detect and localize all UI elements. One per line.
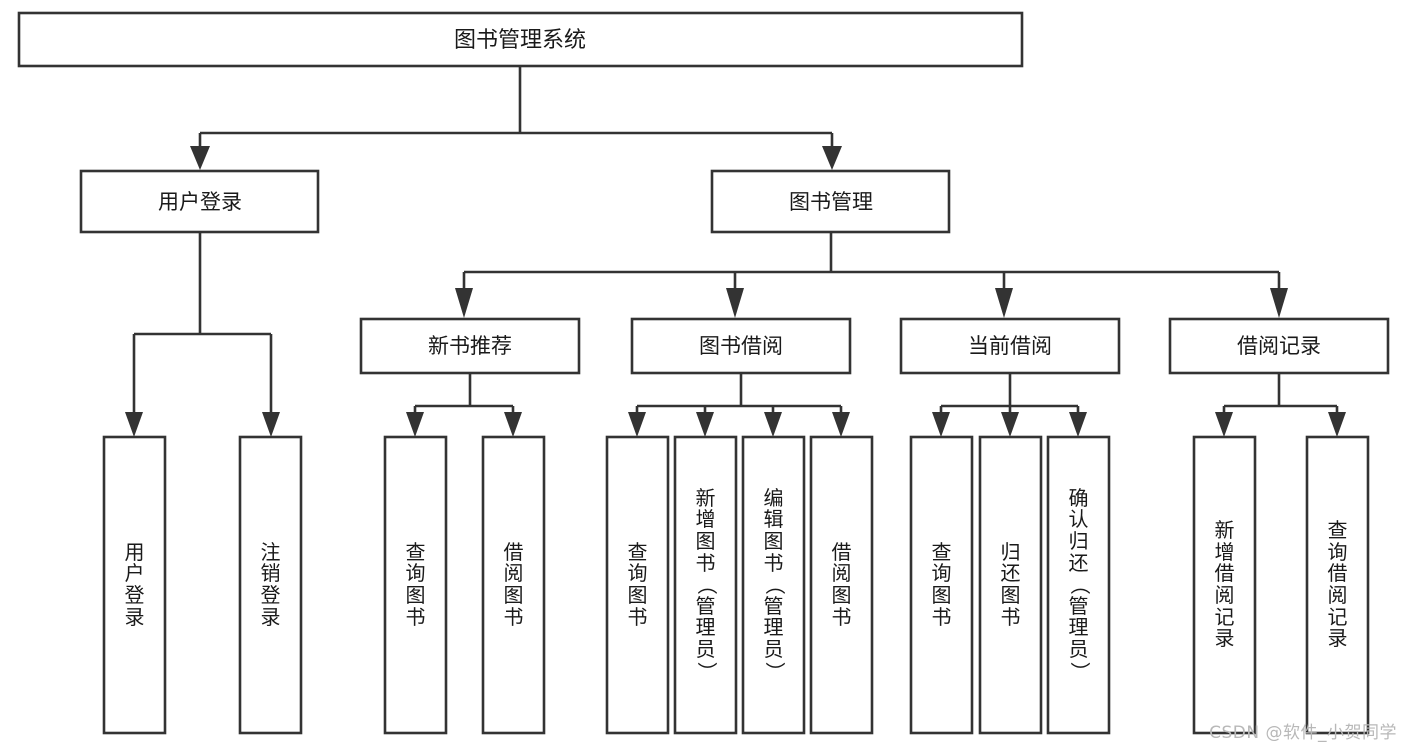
node-book-borrow-box[interactable] (630, 317, 852, 375)
node-book-manage[interactable]: 图书管理 (710, 169, 951, 234)
node-current-borrow-box[interactable] (899, 317, 1121, 375)
arrowhead-leaf-4 (628, 412, 646, 437)
arrowhead-l3-0 (455, 288, 473, 318)
arrowhead-l3-3 (1270, 288, 1288, 318)
arrowhead-leaf-8 (932, 412, 950, 437)
watermark-text: CSDN @软件_小贺同学 (1209, 723, 1397, 743)
arrowhead-leaf-5 (696, 412, 714, 437)
leaf-box-query-book-3[interactable] (909, 435, 974, 735)
arrowhead-leaf-3 (504, 412, 522, 437)
leaf-box-borrow-book-2[interactable] (809, 435, 874, 735)
node-user-login-label: 用户登录 (158, 190, 242, 214)
leaf-box-query-borrow-record[interactable] (1305, 435, 1370, 735)
leaf-box-query-book-1[interactable] (383, 435, 448, 735)
leaf-box-borrow-book-1[interactable] (481, 435, 546, 735)
leaf-box-query-book-2[interactable] (605, 435, 670, 735)
arrowhead-leaf-7 (832, 412, 850, 437)
node-current-borrow[interactable]: 当前借阅 (899, 317, 1121, 375)
node-book-manage-label: 图书管理 (789, 190, 873, 214)
arrowhead-l3-1 (726, 288, 744, 318)
node-root-label: 图书管理系统 (454, 28, 586, 53)
node-current-borrow-label: 当前借阅 (968, 334, 1052, 358)
arrowhead-leaf-0 (125, 412, 143, 437)
node-new-book-recommend-box[interactable] (359, 317, 581, 375)
leaf-box-confirm-return-admin[interactable] (1046, 435, 1111, 735)
node-book-manage-box[interactable] (710, 169, 951, 234)
leaf-box-user-login[interactable] (102, 435, 167, 735)
node-book-borrow[interactable]: 图书借阅 (630, 317, 852, 375)
leaf-box-add-borrow-record[interactable] (1192, 435, 1257, 735)
node-borrow-record[interactable]: 借阅记录 (1168, 317, 1390, 375)
arrowhead-leaf-6 (764, 412, 782, 437)
node-borrow-record-box[interactable] (1168, 317, 1390, 375)
node-book-borrow-label: 图书借阅 (699, 334, 783, 358)
leaf-box-edit-book-admin[interactable] (741, 435, 806, 735)
leaf-box-logout[interactable] (238, 435, 303, 735)
arrowhead-leaf-10 (1069, 412, 1087, 437)
node-user-login[interactable]: 用户登录 (79, 169, 320, 234)
arrowhead-leaf-2 (406, 412, 424, 437)
leaf-box-add-book-admin[interactable] (673, 435, 738, 735)
node-root-box[interactable] (17, 11, 1024, 68)
leaf-box-return-book[interactable] (978, 435, 1043, 735)
node-new-book-recommend-label: 新书推荐 (428, 334, 512, 358)
node-borrow-record-label: 借阅记录 (1237, 334, 1321, 358)
arrowhead-l3-2 (995, 288, 1013, 318)
arrowhead-to-book-manage (822, 146, 842, 170)
arrowhead-to-user-login (190, 146, 210, 170)
arrowhead-leaf-9 (1001, 412, 1019, 437)
arrowhead-leaf-1 (262, 412, 280, 437)
node-new-book-recommend[interactable]: 新书推荐 (359, 317, 581, 375)
arrowhead-leaf-11 (1215, 412, 1233, 437)
arrowhead-leaf-12 (1328, 412, 1346, 437)
node-root[interactable]: 图书管理系统 (17, 11, 1024, 68)
